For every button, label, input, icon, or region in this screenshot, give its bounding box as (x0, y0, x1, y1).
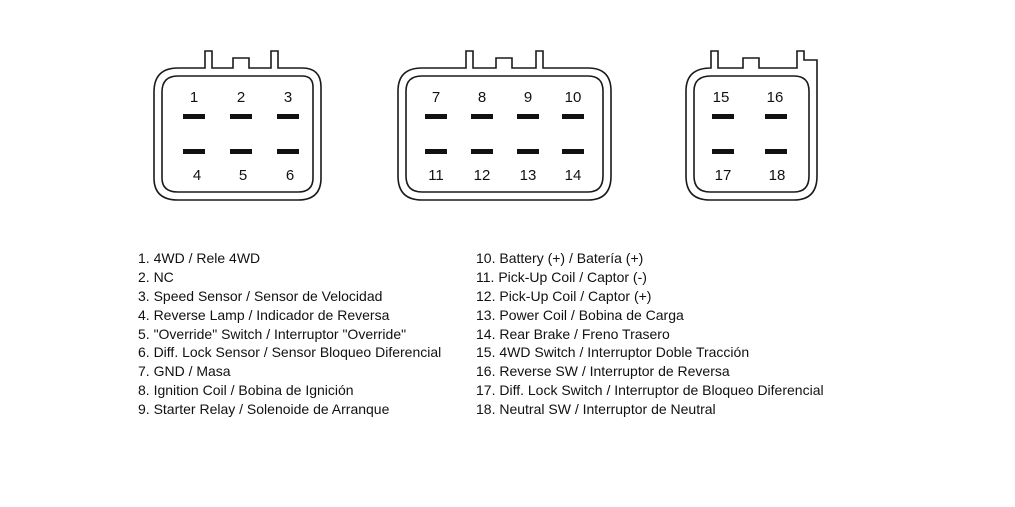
pin-label: 6 (286, 167, 294, 184)
pin-terminal (517, 149, 539, 154)
pin-terminal (712, 114, 734, 119)
legend-item: 7. GND / Masa (138, 363, 231, 380)
pin-label: 17 (715, 167, 732, 184)
pin-terminal (471, 149, 493, 154)
pin-label: 14 (565, 167, 582, 184)
connector-3 (685, 50, 818, 201)
pin-terminal (230, 149, 252, 154)
connector-2 (397, 50, 612, 201)
legend-item: 2. NC (138, 268, 174, 285)
legend-item: 12. Pick-Up Coil / Captor (+) (476, 287, 652, 304)
connector-1 (153, 50, 322, 201)
pin-label: 11 (428, 167, 444, 184)
pin-label: 4 (193, 167, 201, 184)
pin-terminal (425, 149, 447, 154)
pin-label: 1 (190, 89, 198, 106)
legend-item: 11. Pick-Up Coil / Captor (-) (476, 268, 647, 285)
legend-item: 8. Ignition Coil / Bobina de Ignición (138, 382, 354, 399)
pin-legend-left: 1. 4WD / Rele 4WD 2. NC 3. Speed Sensor … (138, 249, 441, 419)
pin-label: 8 (478, 89, 486, 106)
pin-label: 3 (284, 89, 292, 106)
pin-label: 15 (713, 89, 730, 106)
pin-labels: 1 2 3 4 5 6 7 8 9 10 11 12 13 14 15 16 1… (190, 89, 786, 184)
pin-label: 16 (767, 89, 784, 106)
legend-item: 14. Rear Brake / Freno Trasero (476, 325, 670, 342)
pin-label: 5 (239, 167, 247, 184)
legend-item: 5. "Override" Switch / Interruptor "Over… (138, 325, 407, 342)
connector-diagram: 1 2 3 4 5 6 7 8 9 10 11 12 13 14 15 16 1… (153, 50, 818, 201)
pin-terminal (183, 149, 205, 154)
pin-terminal (230, 114, 252, 119)
legend-item: 1. 4WD / Rele 4WD (138, 250, 261, 266)
legend-item: 17. Diff. Lock Switch / Interruptor de B… (476, 382, 824, 399)
legend-item: 9. Starter Relay / Solenoide de Arranque (138, 401, 390, 418)
pin-terminal (765, 149, 787, 154)
legend-item: 4. Reverse Lamp / Indicador de Reversa (138, 306, 390, 323)
pin-terminals (183, 114, 787, 154)
pin-label: 10 (565, 89, 582, 106)
pin-terminal (765, 114, 787, 119)
legend-item: 3. Speed Sensor / Sensor de Velocidad (138, 287, 383, 304)
pin-label: 9 (524, 89, 532, 106)
legend-item: 18. Neutral SW / Interruptor de Neutral (476, 401, 716, 418)
pin-terminal (712, 149, 734, 154)
pin-legend-right: 10. Battery (+) / Batería (+) 11. Pick-U… (476, 249, 824, 419)
pin-label: 2 (237, 89, 245, 106)
pin-terminal (517, 114, 539, 119)
pin-label: 13 (520, 167, 537, 184)
pin-terminal (471, 114, 493, 119)
legend-item: 16. Reverse SW / Interruptor de Reversa (476, 363, 730, 380)
legend-item: 6. Diff. Lock Sensor / Sensor Bloqueo Di… (138, 344, 442, 361)
pin-terminal (277, 114, 299, 119)
pin-terminal (562, 114, 584, 119)
pin-label: 18 (769, 167, 786, 184)
legend-item: 10. Battery (+) / Batería (+) (476, 250, 644, 266)
pin-terminal (183, 114, 205, 119)
pin-terminal (277, 149, 299, 154)
pin-label: 12 (474, 167, 491, 184)
pin-label: 7 (432, 89, 440, 106)
pin-terminal (425, 114, 447, 119)
legend-item: 15. 4WD Switch / Interruptor Doble Tracc… (476, 344, 750, 361)
legend-item: 13. Power Coil / Bobina de Carga (476, 306, 684, 323)
pin-terminal (562, 149, 584, 154)
